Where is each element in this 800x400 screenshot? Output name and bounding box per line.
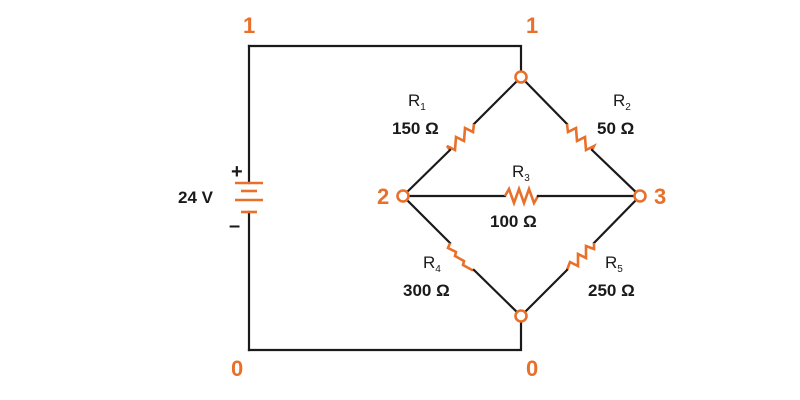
top-wire [247,44,523,79]
node-3 [633,189,647,203]
battery-plus-label: + [231,161,243,183]
r3-name-label: R3 [512,162,530,184]
node-2 [396,189,410,203]
battery-voltage-label: 24 V [178,188,214,207]
resistor-r4 [401,194,523,318]
r1-value-label: 150 Ω [392,119,439,138]
resistor-r3 [401,185,642,207]
battery-minus-label: – [229,215,240,237]
resistor-r5 [519,194,642,318]
r4-value-label: 300 Ω [403,281,450,300]
battery [235,181,263,214]
r3-value-label: 100 Ω [490,212,537,231]
r5-name-label: R5 [605,253,623,275]
r1-name-label: R1 [408,91,426,113]
node-label-bottom-left: 0 [231,356,243,381]
node-bottom [514,309,528,323]
r2-name-label: R2 [613,91,631,113]
node-label-3: 3 [654,184,666,209]
node-label-top-left: 1 [243,13,255,38]
r4-name-label: R4 [423,253,441,275]
resistor-r1 [401,75,523,198]
node-label-bottom-right: 0 [526,356,538,381]
node-label-2: 2 [377,184,389,209]
resistor-r2 [519,75,642,198]
r2-value-label: 50 Ω [597,119,634,138]
r5-value-label: 250 Ω [588,281,635,300]
node-top [514,70,528,84]
node-label-top-right: 1 [526,13,538,38]
bottom-wire [247,314,523,352]
